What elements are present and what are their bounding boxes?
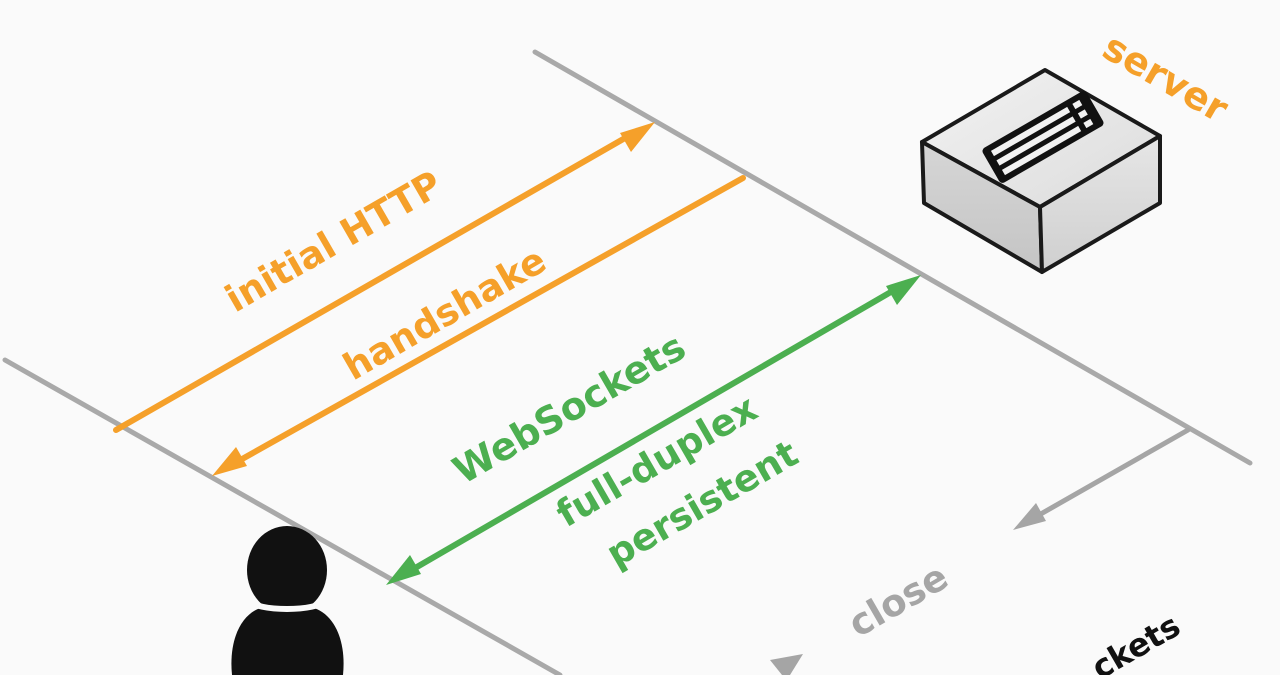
close-label: close bbox=[841, 555, 955, 646]
initial-http-arrow bbox=[113, 122, 655, 433]
client-timeline bbox=[2, 357, 563, 675]
user-icon bbox=[231, 526, 344, 675]
websocket-arrow bbox=[386, 275, 921, 585]
handshake-label: handshake bbox=[336, 238, 553, 388]
handshake-arrow bbox=[212, 175, 746, 476]
server-icon bbox=[920, 68, 1162, 274]
cut-off-label: ckets bbox=[1085, 606, 1187, 675]
bottom-partial-arrow bbox=[770, 654, 803, 675]
initial-http-label: initial HTTP bbox=[218, 163, 449, 321]
server-timeline bbox=[532, 49, 1253, 466]
close-arrow bbox=[1013, 427, 1191, 530]
